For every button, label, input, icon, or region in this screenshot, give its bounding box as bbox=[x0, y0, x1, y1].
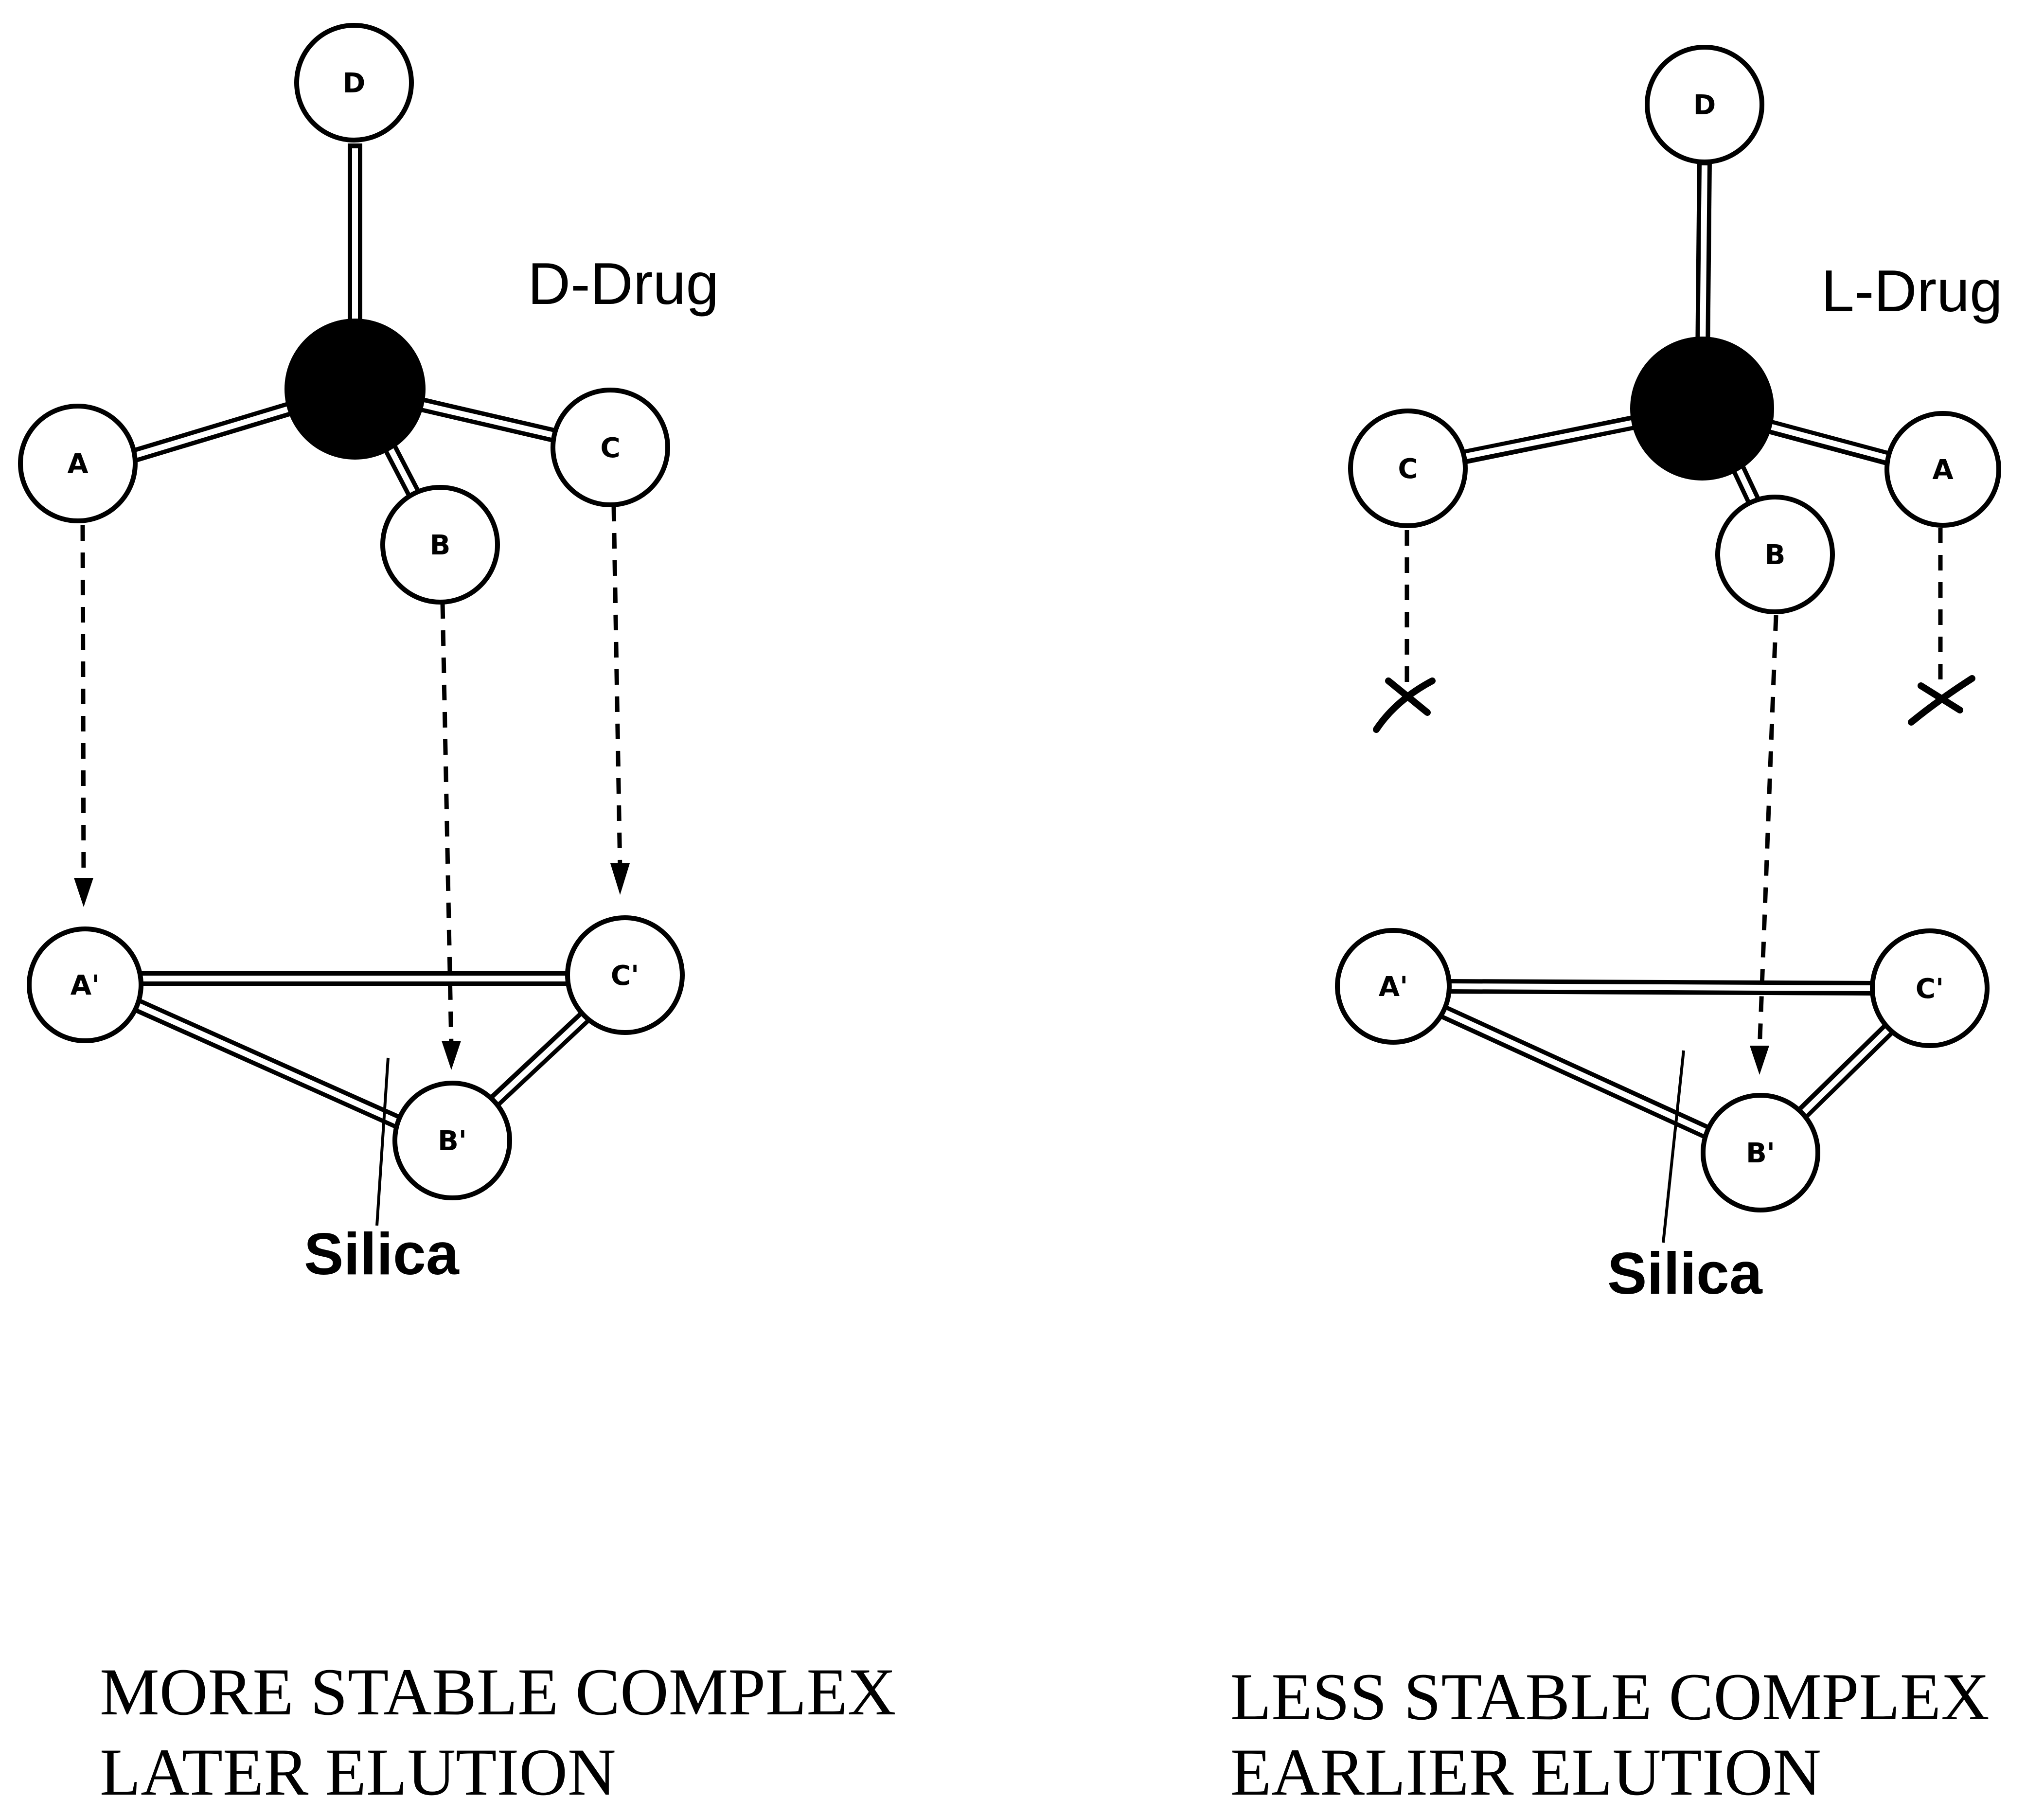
d-drug-molecule: D A C B bbox=[18, 23, 670, 605]
caption-right-line2: EARLIER ELUTION bbox=[1230, 1735, 1821, 1799]
chiral-center-atom bbox=[1630, 337, 1774, 481]
interaction-a-arrow bbox=[80, 525, 86, 886]
atom-top-label: D bbox=[1693, 89, 1716, 121]
atom-right-label: A bbox=[1932, 454, 1954, 486]
atom-right-label: C bbox=[600, 432, 620, 464]
silica-atom-left: A' bbox=[1335, 928, 1452, 1045]
silica-site-right: A' C' B' bbox=[1335, 928, 1990, 1243]
silica-atom-right-label: C' bbox=[1916, 973, 1944, 1005]
bond-silica-left bbox=[1429, 1000, 1718, 1142]
atom-left: C bbox=[1348, 409, 1468, 528]
silica-atom-bottom-label: B' bbox=[438, 1125, 467, 1157]
atom-right: A bbox=[1884, 411, 2001, 528]
arrowhead-b bbox=[1750, 1046, 1769, 1075]
drug-label-d: D-Drug bbox=[528, 250, 719, 317]
silica-label-left: Silica bbox=[304, 1221, 460, 1287]
atom-top: D bbox=[1645, 45, 1764, 164]
silica-atom-right: C' bbox=[565, 915, 685, 1035]
chiral-center-atom bbox=[284, 319, 426, 460]
atom-front: B bbox=[1715, 495, 1835, 614]
atom-right: C bbox=[551, 388, 670, 507]
arrowhead-a bbox=[74, 878, 93, 907]
atom-left-label: A bbox=[67, 448, 89, 480]
no-interaction-x-mark-left bbox=[1373, 677, 1436, 733]
caption-left-line1: MORE STABLE COMPLEX bbox=[100, 1655, 896, 1729]
right-panel: D C A B L-Drug bbox=[1230, 45, 2003, 1799]
caption-right-line1: LESS STABLE COMPLEX bbox=[1230, 1659, 1990, 1734]
silica-atom-bottom-label: B' bbox=[1746, 1138, 1775, 1169]
silica-site-left: A' C' B' bbox=[27, 915, 685, 1226]
silica-atom-bottom: B' bbox=[392, 1081, 512, 1200]
interaction-b-arrow bbox=[440, 603, 454, 1046]
drug-label-l: L-Drug bbox=[1821, 258, 2003, 324]
interaction-c-arrow bbox=[611, 505, 622, 871]
silica-atom-left: A' bbox=[27, 926, 143, 1043]
silica-label-right: Silica bbox=[1607, 1240, 1763, 1306]
bond-silica-top bbox=[1449, 979, 1875, 996]
interaction-b-arrow bbox=[1757, 615, 1778, 1051]
interaction-arrows-left bbox=[74, 505, 630, 1070]
silica-leader-line bbox=[1662, 1050, 1685, 1243]
caption-left-line2: LATER ELUTION bbox=[100, 1735, 616, 1799]
bond-silica-left bbox=[121, 993, 405, 1130]
bond-silica-right bbox=[1789, 1009, 1909, 1126]
interaction-arrows-right bbox=[1373, 528, 1975, 1075]
silica-leader-line bbox=[375, 1057, 390, 1226]
arrowhead-c bbox=[610, 863, 630, 895]
atom-left: A bbox=[18, 404, 138, 523]
atom-left-label: C bbox=[1398, 453, 1418, 485]
atom-top-label: D bbox=[343, 68, 365, 99]
silica-atom-right-label: C' bbox=[611, 960, 639, 992]
silica-atom-left-label: A' bbox=[1379, 971, 1408, 1003]
left-panel: D A C B D-Drug bbox=[18, 23, 896, 1799]
arrowhead-b bbox=[442, 1041, 461, 1070]
no-interaction-x-mark-right bbox=[1908, 675, 1975, 726]
silica-atom-left-label: A' bbox=[71, 970, 100, 1001]
silica-atom-bottom: B' bbox=[1701, 1093, 1820, 1212]
bond-silica-right bbox=[481, 999, 604, 1114]
atom-top: D bbox=[294, 23, 414, 142]
atom-front: B bbox=[380, 485, 500, 605]
l-drug-molecule: D C A B bbox=[1348, 45, 2001, 614]
atom-front-label: B bbox=[430, 530, 451, 561]
atom-front-label: B bbox=[1765, 539, 1786, 571]
silica-atom-right: C' bbox=[1870, 928, 1990, 1048]
